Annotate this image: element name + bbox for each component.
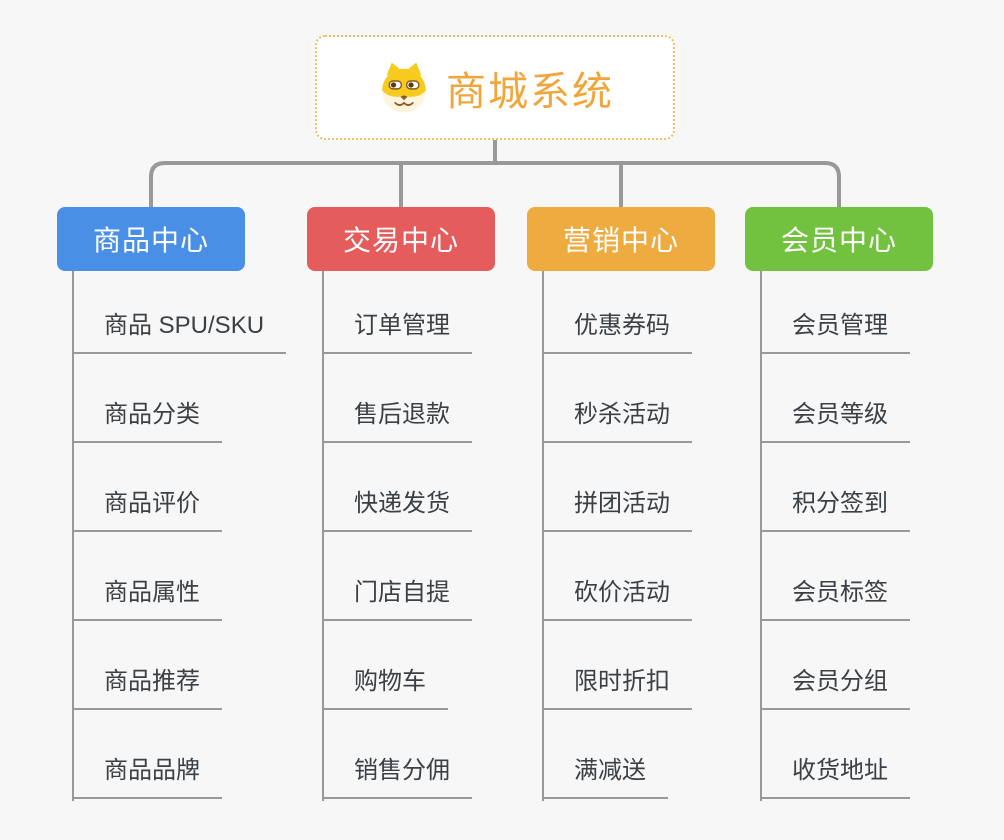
- branch-item[interactable]: 积分签到: [760, 488, 910, 532]
- branch-item[interactable]: 商品 SPU/SKU: [72, 310, 287, 354]
- branch-item[interactable]: 优惠券码: [542, 310, 692, 354]
- branch-spine-line: [760, 271, 762, 801]
- branch-item[interactable]: 限时折扣: [542, 666, 692, 710]
- branch-spine-line: [72, 271, 74, 801]
- branch-header[interactable]: 交易中心: [307, 207, 495, 271]
- branch-item[interactable]: 购物车: [322, 666, 448, 710]
- branch-item[interactable]: 拼团活动: [542, 488, 692, 532]
- branch-item[interactable]: 收货地址: [760, 755, 910, 799]
- branch-item[interactable]: 商品推荐: [72, 666, 222, 710]
- branch-item[interactable]: 秒杀活动: [542, 399, 692, 443]
- branch-item[interactable]: 砍价活动: [542, 577, 692, 621]
- root-node[interactable]: 商城系统: [315, 35, 675, 140]
- branch-item[interactable]: 会员管理: [760, 310, 910, 354]
- branch-item[interactable]: 商品品牌: [72, 755, 222, 799]
- branch-header[interactable]: 会员中心: [745, 207, 933, 271]
- branch-header[interactable]: 营销中心: [527, 207, 715, 271]
- branch-item[interactable]: 商品分类: [72, 399, 222, 443]
- branch-item[interactable]: 快递发货: [322, 488, 472, 532]
- branch-spine-line: [542, 271, 544, 801]
- dog-face-icon: [382, 62, 426, 112]
- branch-item[interactable]: 门店自提: [322, 577, 472, 621]
- branch-item[interactable]: 订单管理: [322, 310, 472, 354]
- branch-item[interactable]: 商品评价: [72, 488, 222, 532]
- branch-item[interactable]: 商品属性: [72, 577, 222, 621]
- branch-item[interactable]: 销售分佣: [322, 755, 472, 799]
- branch-header[interactable]: 商品中心: [57, 207, 245, 271]
- branch-item[interactable]: 满减送: [542, 755, 668, 799]
- branch-item[interactable]: 售后退款: [322, 399, 472, 443]
- root-title: 商城系统: [446, 69, 614, 114]
- branch-item[interactable]: 会员标签: [760, 577, 910, 621]
- branch-rail: [149, 161, 841, 207]
- branch-item[interactable]: 会员分组: [760, 666, 910, 710]
- branch-spine-line: [322, 271, 324, 801]
- branch-item[interactable]: 会员等级: [760, 399, 910, 443]
